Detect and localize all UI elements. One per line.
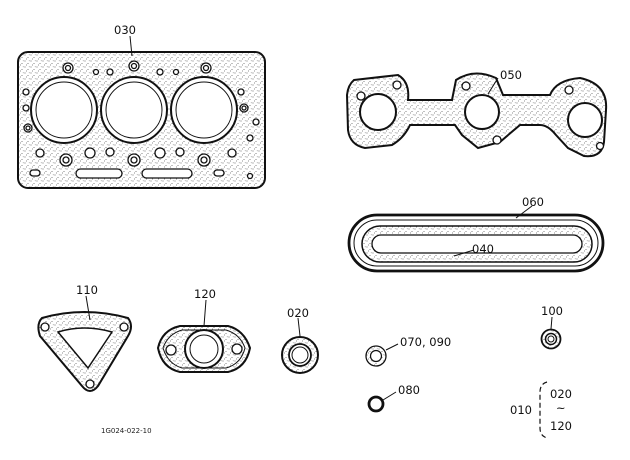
label-020: 020 [287, 306, 309, 320]
cover-gasket-040 [361, 225, 593, 263]
washer-070-090 [365, 345, 387, 367]
flange-gasket-120 [156, 325, 252, 373]
drawing-code: 1G024-022-10 [101, 427, 152, 435]
label-range-to: 120 [550, 419, 572, 433]
label-010: 010 [510, 403, 532, 417]
cylinder-head-gasket-030 [17, 51, 266, 189]
label-030: 030 [114, 23, 136, 37]
label-100: 100 [541, 304, 563, 318]
label-range-from: 020 [550, 387, 572, 401]
label-070-090: 070, 090 [400, 335, 451, 349]
manifold-gasket-050 [345, 72, 608, 158]
label-110: 110 [76, 283, 98, 297]
label-040: 040 [472, 242, 494, 256]
cover-gasket-060 [347, 213, 605, 273]
o-ring-080 [367, 395, 385, 413]
triangular-gasket-110 [37, 311, 132, 392]
label-range-separator: ~ [556, 401, 566, 415]
seal-100 [540, 328, 562, 350]
label-120: 120 [194, 287, 216, 301]
label-050: 050 [500, 68, 522, 82]
label-060: 060 [522, 195, 544, 209]
seal-ring-020 [281, 336, 319, 374]
label-080: 080 [398, 383, 420, 397]
